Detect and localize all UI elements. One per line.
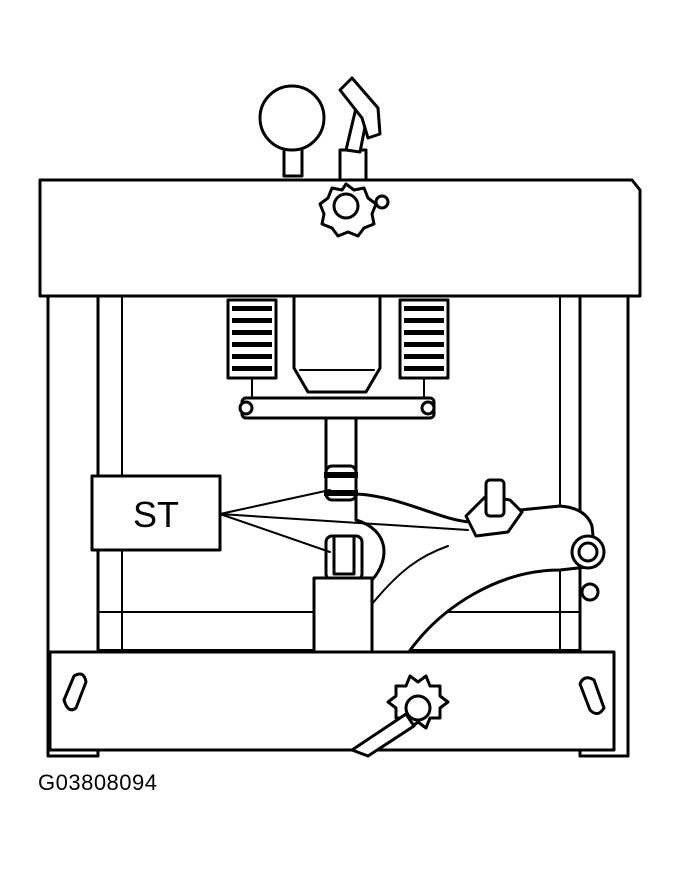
hydraulic-cylinder bbox=[292, 294, 382, 394]
left-spring bbox=[226, 298, 278, 403]
support-block bbox=[312, 576, 374, 660]
press-ram bbox=[324, 416, 358, 472]
right-spring bbox=[398, 298, 450, 403]
st-callout: ST bbox=[90, 474, 469, 553]
special-tool-lower bbox=[324, 534, 364, 582]
st-label: ST bbox=[133, 494, 179, 535]
press-crossbar bbox=[238, 396, 436, 420]
release-knob-icon bbox=[318, 182, 390, 238]
figure-code: G03808094 bbox=[38, 770, 158, 795]
press-top-beam bbox=[38, 178, 642, 298]
lower-control-arm bbox=[354, 478, 606, 658]
pressure-gauge-icon bbox=[258, 84, 326, 178]
pump-lever-icon bbox=[338, 76, 382, 182]
special-tool-upper bbox=[324, 464, 358, 502]
press-base bbox=[48, 650, 616, 758]
